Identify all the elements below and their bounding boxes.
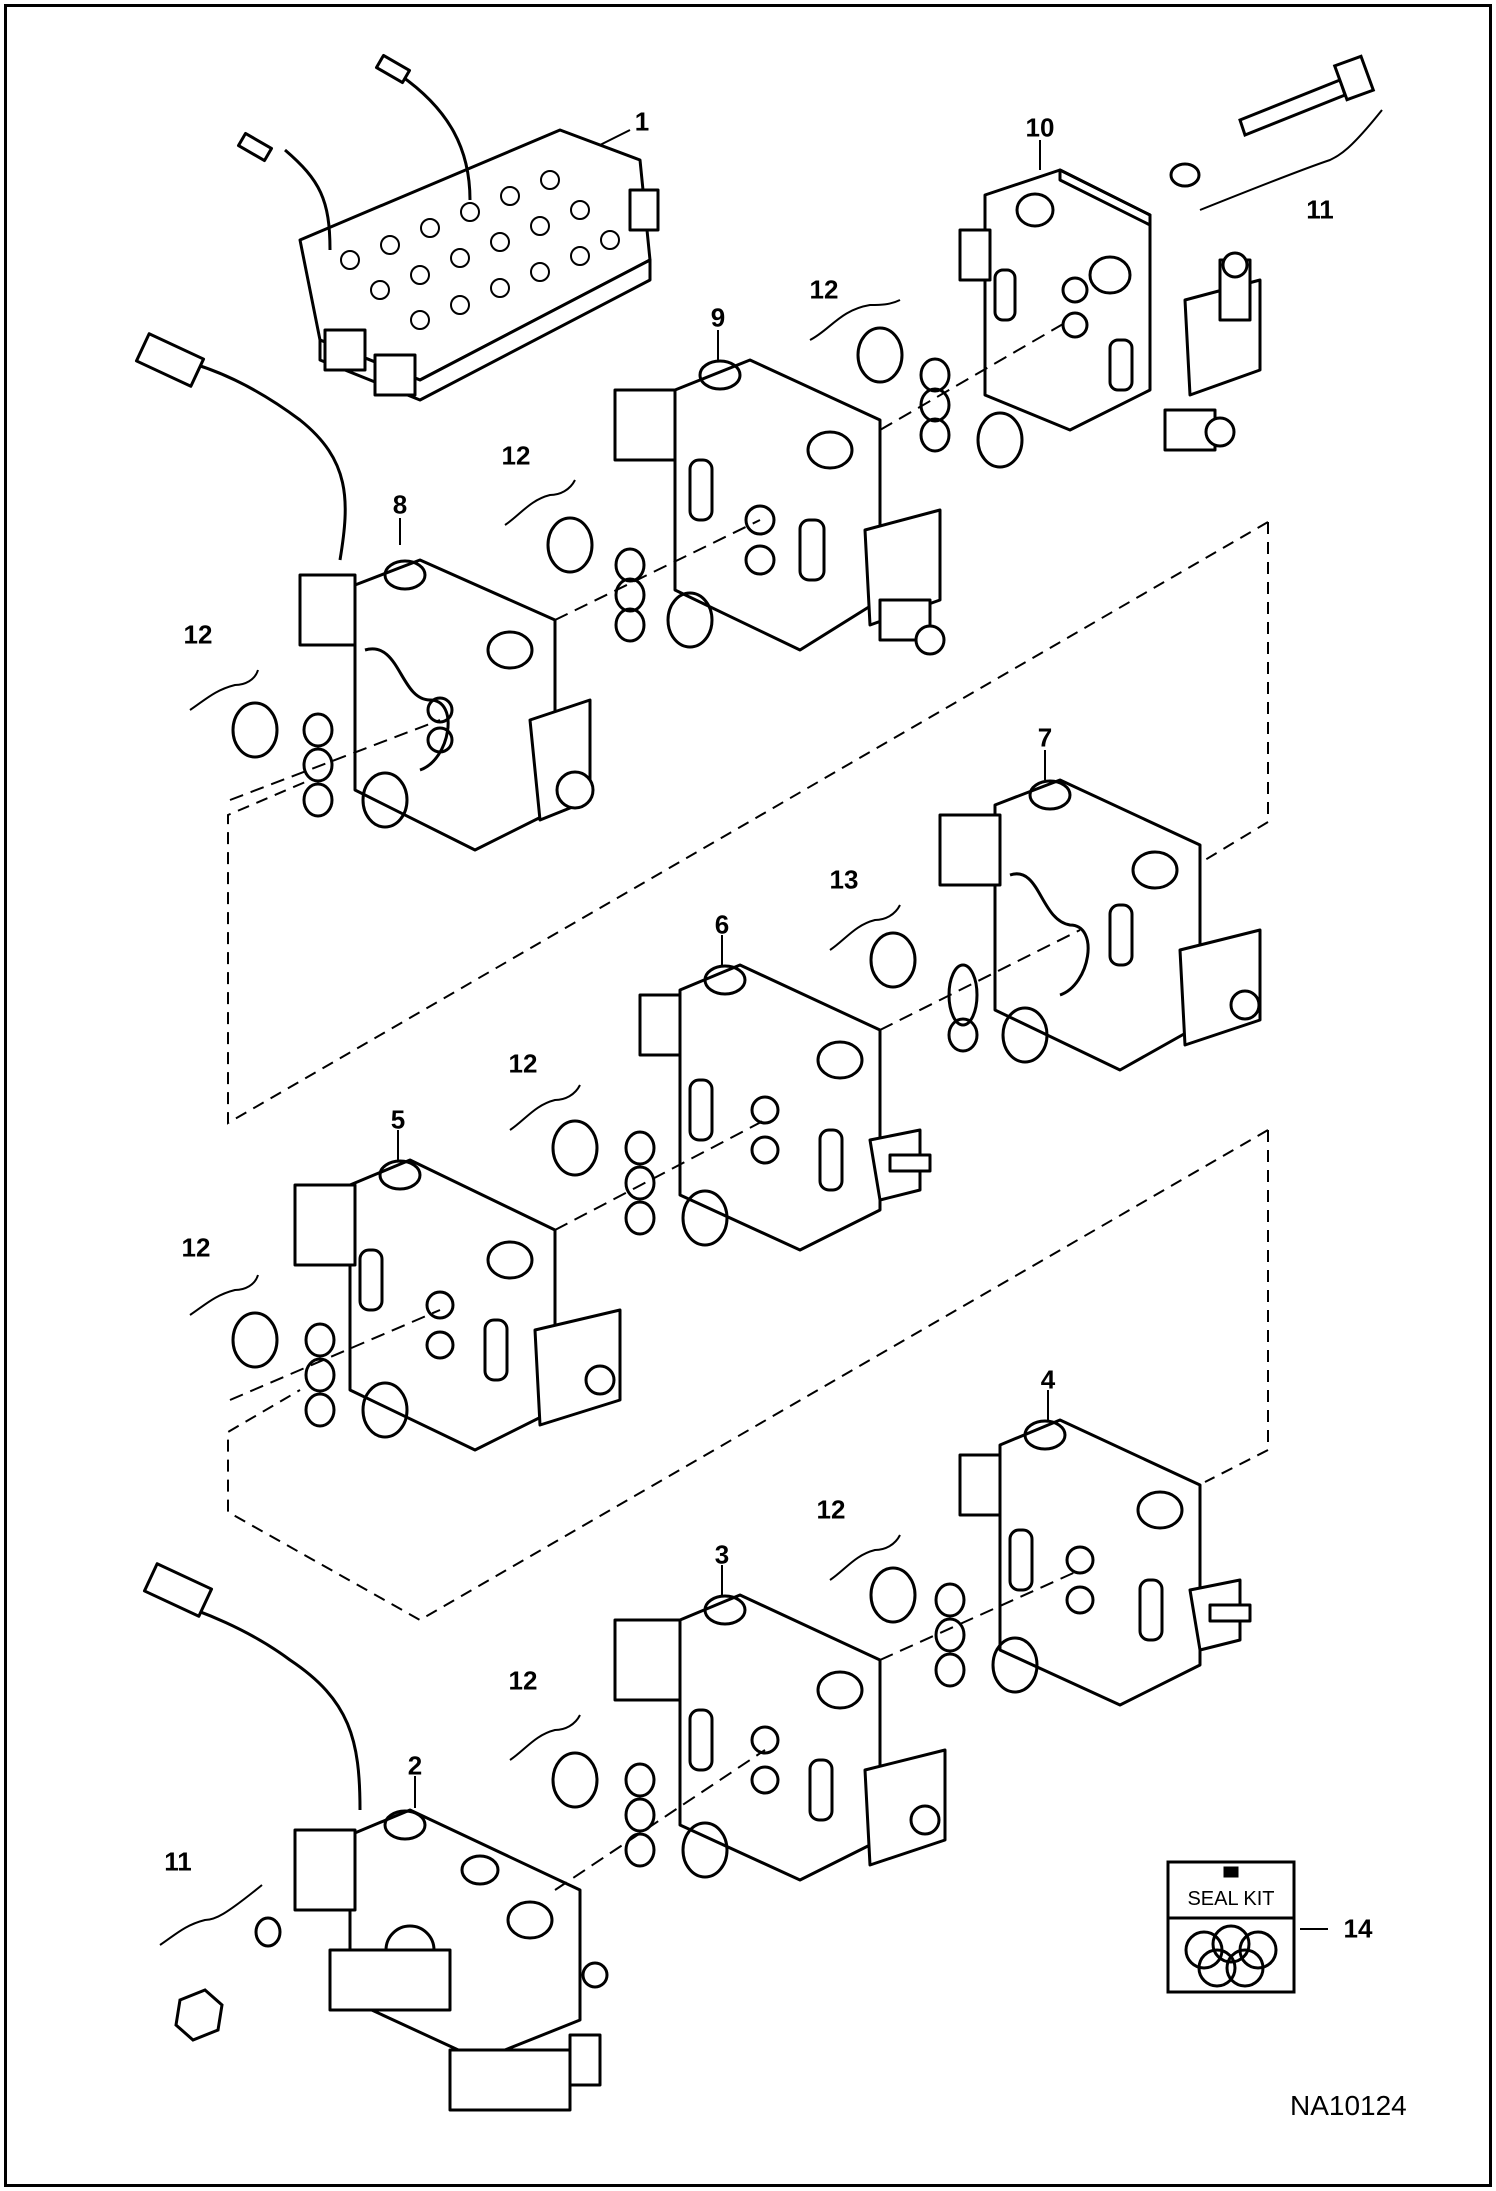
callout-11-top: 11 <box>1306 194 1334 225</box>
seal-kit-box <box>1166 1860 1296 1994</box>
valve-section-10 <box>958 168 1262 452</box>
callout-9: 9 <box>710 302 726 333</box>
valve-section-2 <box>142 1562 609 2112</box>
callout-7: 7 <box>1037 722 1053 753</box>
callout-11-bottom: 11 <box>164 1846 192 1877</box>
valve-assembly-1 <box>237 53 660 402</box>
callout-13: 13 <box>829 864 859 895</box>
leader-lines <box>397 129 1049 1808</box>
callout-3: 3 <box>714 1539 730 1570</box>
callout-8: 8 <box>392 489 408 520</box>
callout-braces <box>159 109 1383 1946</box>
seal-kit-label: SEAL KIT <box>1187 1888 1275 1910</box>
callout-12-c: 12 <box>183 619 213 650</box>
bolt-kit-11 <box>1169 54 1376 188</box>
callout-12-e: 12 <box>181 1232 211 1263</box>
diagram-border <box>4 4 1492 2187</box>
valve-section-4 <box>958 1418 1252 1707</box>
valve-section-9 <box>613 358 946 656</box>
valve-section-7 <box>938 778 1262 1072</box>
callout-14: 14 <box>1343 1913 1373 1944</box>
callout-10: 10 <box>1025 112 1055 143</box>
callout-12-d: 12 <box>508 1048 538 1079</box>
alignment-dashes <box>229 319 1081 1891</box>
dashed-group-lines <box>227 521 1269 1622</box>
valve-section-3 <box>613 1593 947 1882</box>
valve-section-8 <box>134 332 595 852</box>
callout-2: 2 <box>407 1750 423 1781</box>
callout-5: 5 <box>390 1104 406 1135</box>
callout-12-g: 12 <box>508 1665 538 1696</box>
callout-1: 1 <box>634 106 650 137</box>
nut-washer-11 <box>174 1916 282 2042</box>
callout-12-a: 12 <box>809 274 839 305</box>
callout-6: 6 <box>714 909 730 940</box>
callout-4: 4 <box>1040 1364 1056 1395</box>
drawing-reference: NA10124 <box>1290 2090 1407 2121</box>
callout-12-f: 12 <box>816 1494 846 1525</box>
valve-section-6 <box>638 963 932 1252</box>
valve-section-5 <box>293 1158 622 1452</box>
callout-12-b: 12 <box>501 440 531 471</box>
